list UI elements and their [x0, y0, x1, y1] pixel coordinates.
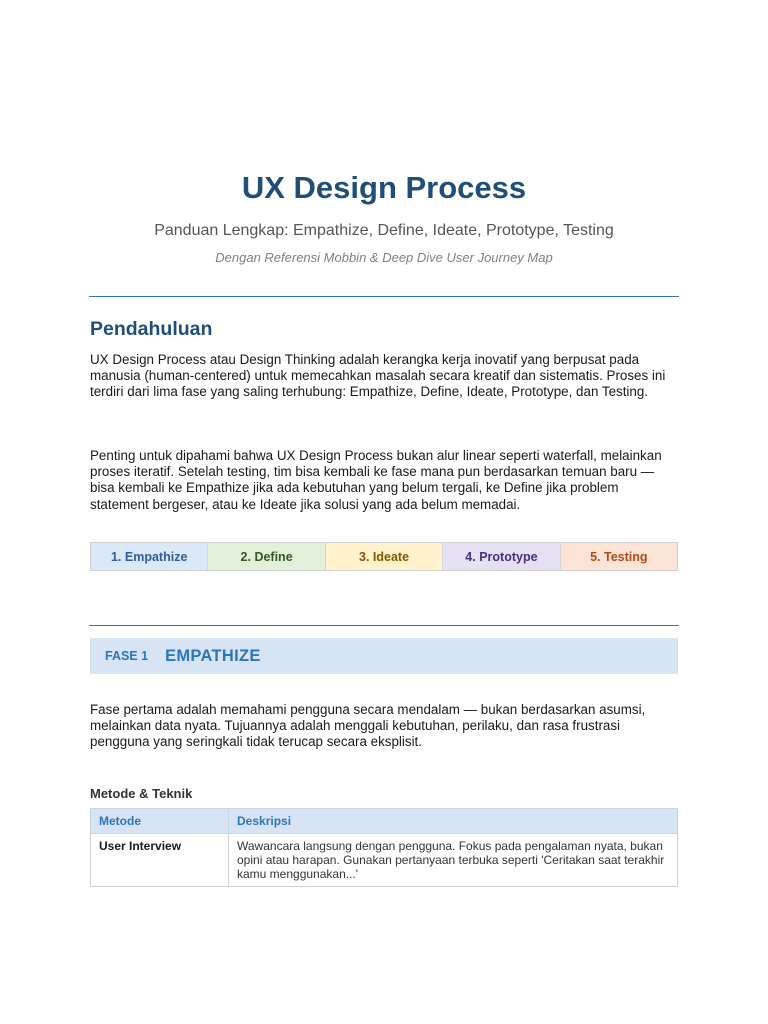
- fase-1-description: Fase pertama adalah memahami pengguna se…: [90, 702, 646, 750]
- table-header-method: Metode: [90, 808, 229, 834]
- intro-paragraph-2: Penting untuk dipahami bahwa UX Design P…: [90, 448, 662, 512]
- fase-number: FASE 1: [105, 649, 149, 663]
- phase-overview-bar: 1. Empathize 2. Define 3. Ideate 4. Prot…: [90, 542, 678, 571]
- table-row: User Interview Wawancara langsung dengan…: [90, 833, 678, 887]
- table-header-description: Deskripsi: [228, 808, 678, 834]
- phase-prototype: 4. Prototype: [443, 543, 561, 570]
- divider-fase-1: [89, 625, 679, 626]
- methods-heading: Metode & Teknik: [90, 786, 193, 801]
- phase-testing: 5. Testing: [560, 543, 678, 570]
- phase-empathize: 1. Empathize: [91, 543, 209, 570]
- fase-name: EMPATHIZE: [165, 646, 261, 665]
- table-cell-method: User Interview: [90, 833, 229, 887]
- phase-ideate: 3. Ideate: [325, 543, 444, 570]
- document-title: UX Design Process: [241, 170, 527, 205]
- intro-paragraph-1: UX Design Process atau Design Thinking a…: [90, 352, 666, 400]
- phase-define: 2. Define: [208, 543, 326, 570]
- table-header-row: Metode Deskripsi: [90, 808, 678, 834]
- intro-heading: Pendahuluan: [90, 318, 213, 340]
- divider-top: [89, 296, 679, 297]
- document-reference-note: Dengan Referensi Mobbin & Deep Dive User…: [215, 250, 553, 265]
- methods-table: Metode Deskripsi User Interview Wawancar…: [90, 808, 678, 887]
- table-cell-description: Wawancara langsung dengan pengguna. Foku…: [228, 833, 678, 887]
- document-subtitle: Panduan Lengkap: Empathize, Define, Idea…: [154, 222, 614, 239]
- fase-1-banner: FASE 1 EMPATHIZE: [90, 638, 678, 674]
